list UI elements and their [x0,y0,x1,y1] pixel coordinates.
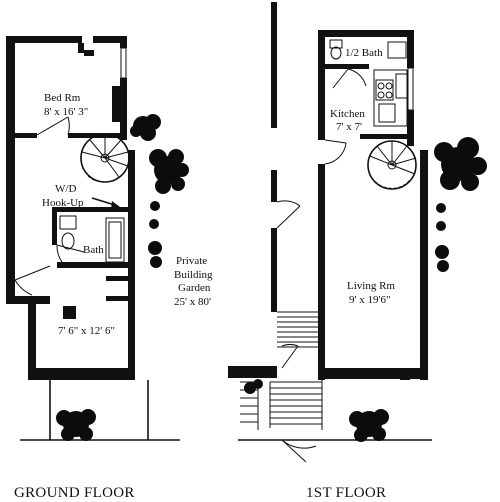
front-window [339,371,401,377]
ground-top-wall-left [6,36,82,43]
ground-spiral-stair [80,133,130,183]
ground-floor-plan: Bed Rm 8' x 16' 3" W/D Hook-Up Bath 7' 6… [6,36,213,501]
first-spiral-stair [367,140,417,190]
center-divider-low [271,228,277,312]
stove-burner-3 [377,91,385,99]
stove-burner-4 [385,91,393,99]
half-bath-toilet-tank [329,39,343,49]
lower-room-stub-a [106,276,128,281]
shrub-column-ground [148,201,162,268]
half-bath-toilet [330,46,342,60]
first-left-wall-lower [318,164,325,380]
kitchen-bottom-wall [360,134,407,139]
closet-wall-b [84,50,94,56]
half-bath-door-swing [332,68,367,89]
bath-label: Bath [83,244,104,256]
bathtub-inner [108,221,122,259]
kitchen-door-swing [324,139,347,165]
ground-window [120,47,127,79]
first-window [407,67,414,111]
kitchen-sink [378,103,396,123]
lower-room-stub-b [106,296,128,301]
bath-left-wall [52,207,57,245]
tree-street [349,409,389,442]
first-right-wall-mid [407,110,414,146]
first-top-wall [318,30,414,37]
ground-left-wall [6,36,15,304]
bath-door-swing [56,244,85,263]
stove-burner-1 [377,82,385,90]
tree-ground-a [130,114,161,141]
bedroom-bottom-wall-left [15,133,37,138]
shrub-column-first [435,203,449,272]
shrub-corner [244,379,263,394]
ground-sink [59,215,77,230]
entrance-right-wall [320,368,428,379]
garden-line3-label: Garden [178,282,211,294]
bed-rm-size-label: 8' x 16' 3" [44,106,88,118]
bathtub [105,217,125,263]
tree-patio [56,409,96,441]
wd-label: W/D [55,183,76,195]
ground-toilet [61,232,75,250]
stove [375,79,394,101]
bed-rm-label: Bed Rm [44,92,81,104]
half-bath-sink [387,41,407,59]
ground-right-wall-upper [120,36,127,48]
first-floor-title: 1ST FLOOR [306,485,386,501]
tree-first-a [434,137,487,191]
ground-column [63,306,76,319]
ground-entry-door-swing [14,265,51,296]
bedroom-door-swing [36,116,70,136]
hall-stairs [277,311,321,368]
closet-wall-a [78,43,84,53]
bath-top-wall [52,207,128,212]
center-divider-mid [271,170,277,202]
bath-bottom-wall [57,262,128,268]
garden-size-label: 25' x 80' [174,296,211,308]
half-bath-wall [325,64,369,69]
ground-right-wall-lower [128,150,135,380]
garden-line1-label: Private [176,255,207,267]
entrance-post-right [400,368,410,380]
ground-bottom-wall [28,368,135,380]
ground-room-size-label: 7' 6" x 12' 6" [58,325,115,337]
entrance-left-wall [228,366,277,378]
hookup-label: Hook-Up [42,197,84,209]
first-floor-plan: 1/2 Bath Kitchen 7' x 7' Living Rm 9' x … [228,2,487,501]
street-door-swing [281,439,317,463]
front-post [96,368,104,380]
living-rm-label: Living Rm [347,280,395,292]
refrigerator [395,73,408,99]
hall-door-swing-upper [276,200,301,229]
ground-bottom-left-wall [6,296,50,304]
first-right-wall-upper [407,30,414,68]
tree-ground-b [149,149,189,194]
hall-door-swing-lower [281,344,299,369]
center-divider-top [271,2,277,128]
ground-floor-title: GROUND FLOOR [14,485,135,501]
first-left-wall-upper [318,30,325,140]
ground-top-wall-right [93,36,127,43]
kitchen-label: Kitchen [330,108,365,120]
bedroom-stub-wall [112,86,120,122]
half-bath-label: 1/2 Bath [345,47,383,59]
kitchen-size-label: 7' x 7' [336,121,362,133]
stoop-steps [269,381,322,428]
bedroom-bottom-wall-right [68,133,120,138]
garden-line2-label: Building [174,269,213,281]
living-rm-size-label: 9' x 19'6" [349,294,390,306]
first-right-wall-lower [420,150,428,380]
ground-right-wall-mid [120,78,127,140]
stove-burner-2 [385,82,393,90]
front-wall-left [28,304,36,380]
